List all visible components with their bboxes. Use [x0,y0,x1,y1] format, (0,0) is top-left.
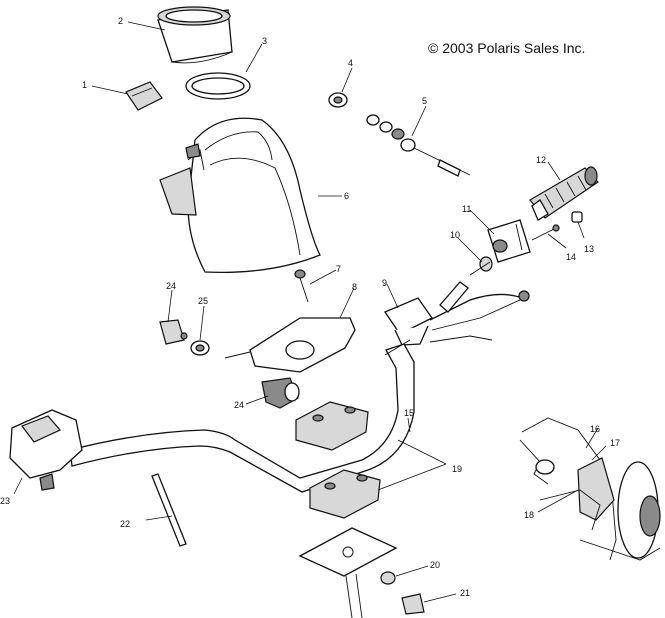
callout-22: 22 [120,519,130,529]
callout-24-lower: 24 [234,400,244,410]
callout-11: 11 [462,204,471,214]
callout-3: 3 [262,36,267,46]
callout-19: 19 [452,464,462,474]
callout-24-upper: 24 [166,281,176,291]
callout-12: 12 [536,155,546,165]
steering-post-plate [298,527,398,618]
part-8-plate [224,317,356,373]
callout-16: 16 [590,424,600,434]
part-7-bolt [294,269,309,303]
callout-23: 23 [0,496,10,506]
callout-18: 18 [524,510,534,520]
callout-25: 25 [198,296,208,306]
part-20-nut [380,571,396,585]
part-4-nut [328,92,348,108]
part-12-grip [529,166,599,221]
callouts: 2 3 1 4 5 6 7 8 9 10 11 12 13 14 15 16 1… [0,16,620,598]
callout-14: 14 [566,252,576,262]
callout-4: 4 [348,58,353,68]
callout-20: 20 [430,560,440,570]
part-16-17-18-throttle-detail [519,417,661,561]
callout-15: 15 [404,408,414,418]
part-3-ring [185,72,251,100]
part-22-rod [151,473,187,547]
callout-21: 21 [460,588,470,598]
callout-13: 13 [584,244,594,254]
part-23-left-control [9,409,83,491]
callout-5: 5 [422,96,427,106]
part-24-switch-lower [261,377,300,409]
callout-7: 7 [336,264,341,274]
part-1-clip [125,81,163,111]
callout-17: 17 [610,438,620,448]
part-11-switch-housing [487,219,531,263]
part-5-cable [366,114,471,177]
leader-lines [13,21,607,603]
part-15-handlebar [69,339,415,493]
callout-6: 6 [344,191,349,201]
callout-2: 2 [118,16,123,26]
part-14-screw [531,224,560,241]
part-25-boot [190,340,210,356]
callout-10: 10 [450,230,460,240]
part-13-plug [571,211,583,223]
part-21-clip [401,593,425,615]
part-9-master-cylinder [384,261,530,346]
copyright-notice: © 2003 Polaris Sales Inc. [428,40,585,56]
part-24-switch-upper [159,319,188,345]
part-19-clamp-lower [309,469,381,519]
part-10-collar [479,256,493,272]
part-2-sleeve [157,6,233,64]
part-6-headlight-pod [159,117,321,274]
callout-8: 8 [352,282,357,292]
part-19-clamp-upper [295,401,369,451]
callout-9: 9 [382,278,387,288]
callout-1: 1 [82,80,87,90]
